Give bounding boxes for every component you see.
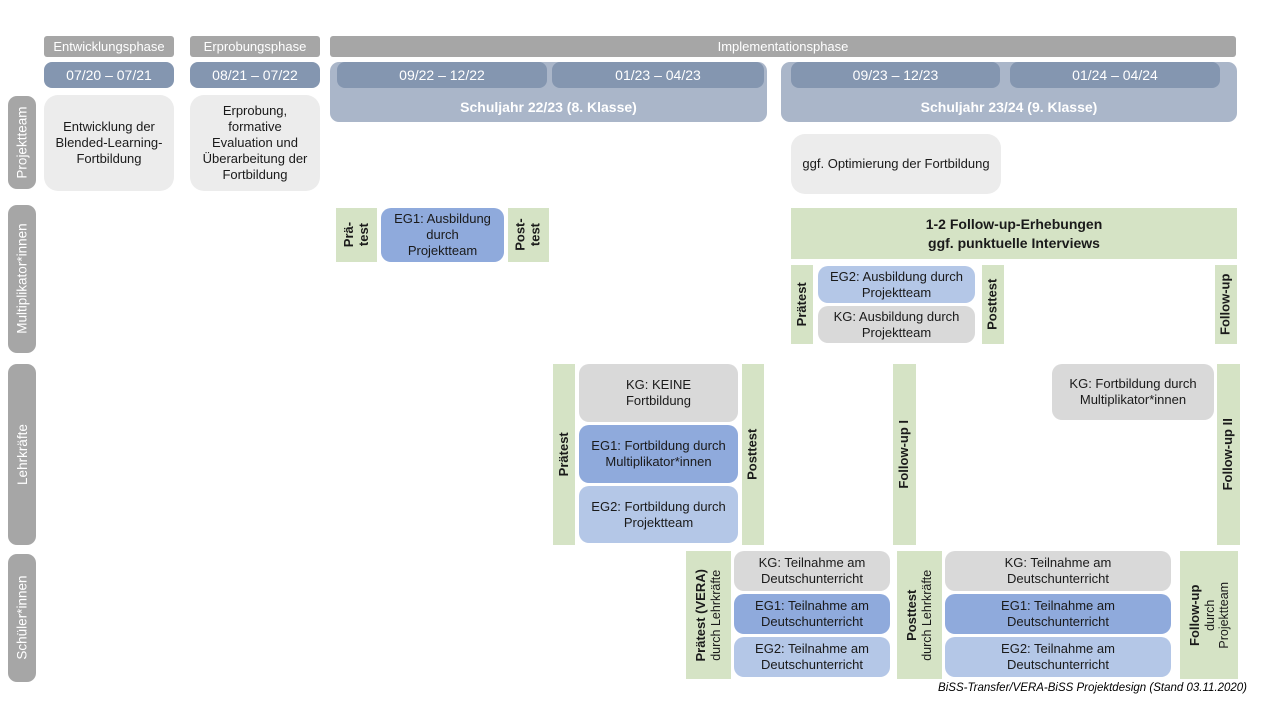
date-bar-0123-0423: 01/23 – 04/23	[552, 62, 764, 88]
footer-caption: BiSS-Transfer/VERA-BiSS Projektdesign (S…	[938, 682, 1247, 694]
box-eg1-ausbildung-projektteam: EG1: Ausbildung durch Projektteam	[381, 208, 504, 262]
praetest-vera-text: Prätest (VERA)	[693, 568, 709, 662]
row-label-lehrkraefte-text: Lehrkräfte	[14, 424, 30, 485]
posttest-schueler-sub: durch Lehrkräfte	[919, 569, 934, 661]
followup-schueler-sub1: durch	[1202, 599, 1217, 631]
box-kg-teilnahme-1: KG: Teilnahme am Deutschunterricht	[734, 551, 890, 591]
bar-posttest-lehrkraefte: Posttest	[742, 364, 764, 545]
box-optimierung-fortbildung: ggf. Optimierung der Fortbildung	[791, 134, 1001, 194]
box-followup-erhebungen: 1-2 Follow-up-Erhebungen ggf. punktuelle…	[791, 208, 1237, 259]
bar-praetest-vera-schueler: Prätest (VERA)durch Lehrkräfte	[686, 551, 731, 679]
followup1-text: Follow-up I	[896, 420, 912, 489]
row-label-schuelerinnen: Schüler*innen	[8, 554, 36, 682]
box-kg-ausbildung-projektteam: KG: Ausbildung durch Projektteam	[818, 306, 975, 343]
phase-header-erprobungsphase: Erprobungsphase	[190, 36, 320, 57]
box-eg2-ausbildung-projektteam: EG2: Ausbildung durch Projektteam	[818, 266, 975, 303]
box-eg2-teilnahme-1: EG2: Teilnahme am Deutschunterricht	[734, 637, 890, 677]
date-bar-0922-1222: 09/22 – 12/22	[337, 62, 547, 88]
row-label-projektteam-text: Projektteam	[14, 106, 30, 179]
followup-schueler-sub2: Projektteam	[1216, 581, 1231, 649]
bar-posttest-multiplikatoren-2: Posttest	[982, 265, 1004, 344]
bar-followup1-lehrkraefte: Follow-up I	[893, 364, 916, 545]
box-eg1-teilnahme-2: EG1: Teilnahme am Deutschunterricht	[945, 594, 1171, 634]
row-label-lehrkraefte: Lehrkräfte	[8, 364, 36, 545]
posttest-lehrkraefte-text: Posttest	[744, 428, 760, 481]
school-year-label-2223: Schuljahr 22/23 (8. Klasse)	[460, 99, 637, 115]
followup2-text: Follow-up II	[1220, 418, 1236, 491]
praetest-line2: test	[355, 223, 371, 247]
praetest-text: Prätest	[793, 282, 809, 327]
box-kg-teilnahme-2: KG: Teilnahme am Deutschunterricht	[945, 551, 1171, 591]
followup-text: Follow-up	[1217, 273, 1233, 336]
bar-praetest-multiplikatoren-1: Prä-test	[336, 208, 377, 262]
phase-header-implementationsphase: Implementationsphase	[330, 36, 1236, 57]
row-label-multiplikatorinnen-text: Multiplikator*innen	[14, 223, 30, 335]
posttest-line2: test	[527, 223, 543, 247]
followup-erhebungen-line1: 1-2 Follow-up-Erhebungen	[925, 216, 1103, 233]
date-bar-0923-1223: 09/23 – 12/23	[791, 62, 1000, 88]
praetest-line1: Prä-	[340, 222, 356, 248]
praetest-lehrkraefte-text: Prätest	[555, 432, 571, 477]
date-bar-0720-0721: 07/20 – 07/21	[44, 62, 174, 88]
posttest-line1: Post-	[512, 218, 528, 252]
posttest-text: Posttest	[984, 278, 1000, 331]
date-bar-0124-0424: 01/24 – 04/24	[1010, 62, 1220, 88]
row-label-projektteam: Projektteam	[8, 96, 36, 189]
box-erprobung-evaluation: Erprobung, formative Evaluation und Über…	[190, 95, 320, 191]
box-eg1-teilnahme-1: EG1: Teilnahme am Deutschunterricht	[734, 594, 890, 634]
box-eg2-fortbildung-projektteam: EG2: Fortbildung durch Projektteam	[579, 486, 738, 543]
row-label-schuelerinnen-text: Schüler*innen	[14, 575, 30, 661]
box-kg-fortbildung-multiplikatoren: KG: Fortbildung durch Multiplikator*inne…	[1052, 364, 1214, 420]
row-label-multiplikatorinnen: Multiplikator*innen	[8, 205, 36, 353]
praetest-vera-sub: durch Lehrkräfte	[708, 569, 723, 661]
followup-erhebungen-line2: ggf. punktuelle Interviews	[928, 234, 1100, 251]
bar-praetest-lehrkraefte: Prätest	[553, 364, 575, 545]
posttest-schueler-text: Posttest	[904, 589, 920, 641]
followup-schueler-text: Follow-up	[1186, 584, 1202, 646]
box-entwicklung-blended-learning: Entwicklung der Blended-Learning-Fortbil…	[44, 95, 174, 191]
school-year-label-2324: Schuljahr 23/24 (9. Klasse)	[920, 99, 1098, 115]
box-eg2-teilnahme-2: EG2: Teilnahme am Deutschunterricht	[945, 637, 1171, 677]
date-bar-0821-0722: 08/21 – 07/22	[190, 62, 320, 88]
bar-posttest-multiplikatoren-1: Post-test	[508, 208, 549, 262]
box-eg1-fortbildung-multiplikatoren: EG1: Fortbildung durch Multiplikator*inn…	[579, 425, 738, 483]
bar-followup2-lehrkraefte: Follow-up II	[1217, 364, 1240, 545]
box-kg-keine-fortbildung: KG: KEINE Fortbildung	[579, 364, 738, 422]
bar-followup-multiplikatoren: Follow-up	[1215, 265, 1237, 344]
phase-header-entwicklungsphase: Entwicklungsphase	[44, 36, 174, 57]
bar-praetest-multiplikatoren-2: Prätest	[791, 265, 813, 344]
